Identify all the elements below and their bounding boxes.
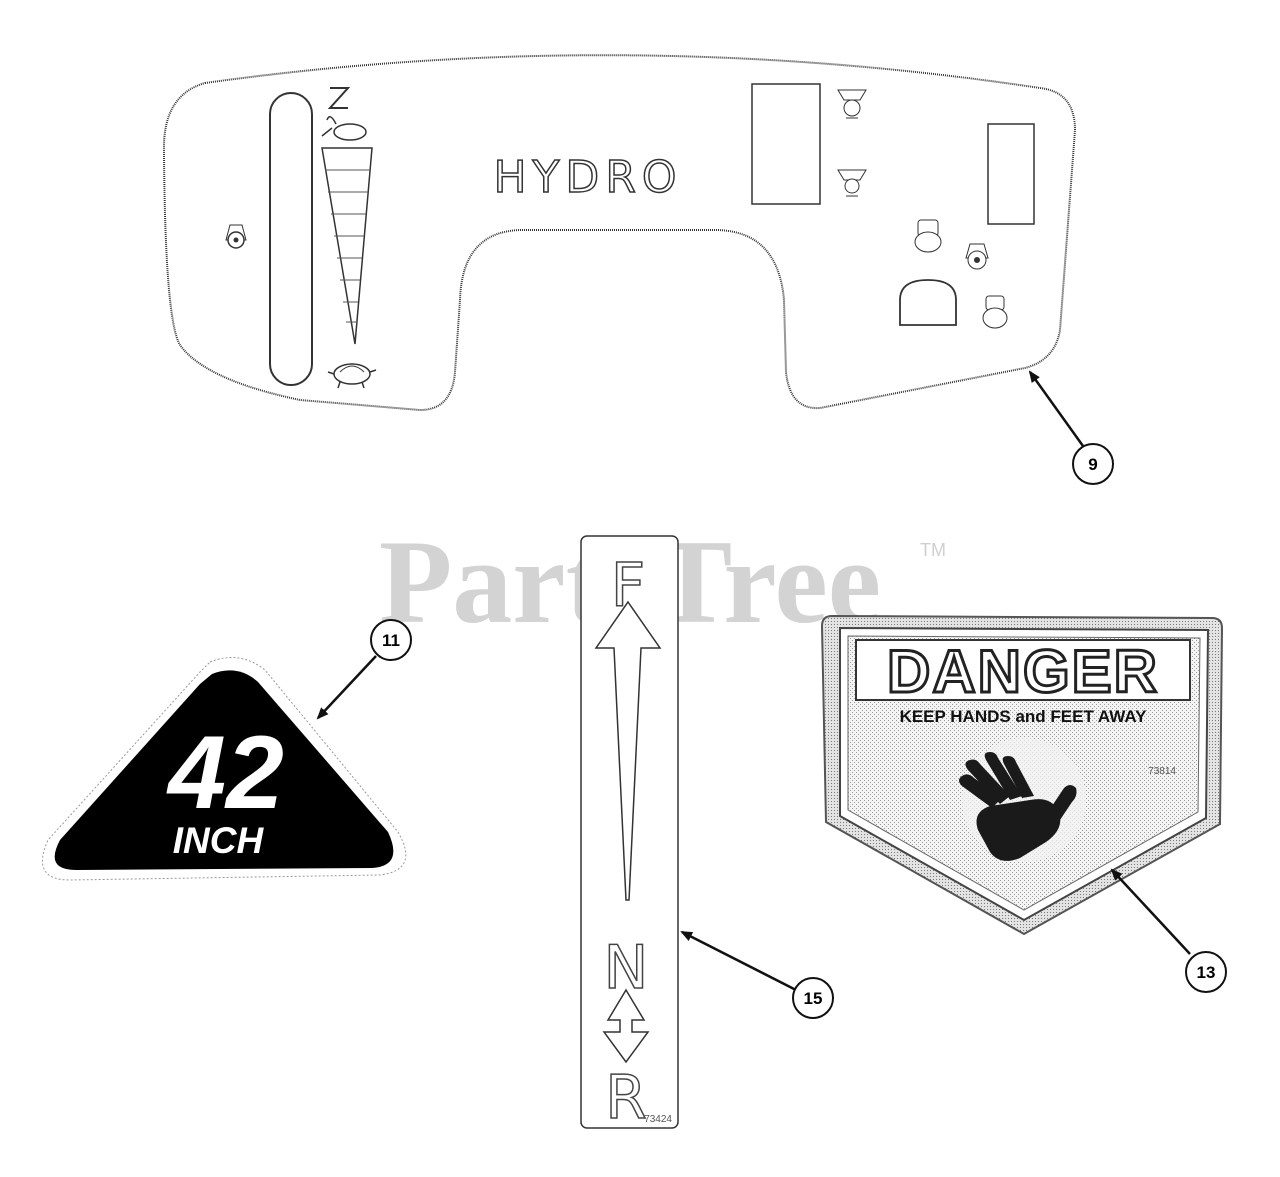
dash-window-left (751, 83, 821, 205)
callout-number: 11 (382, 631, 400, 650)
callout-number: 9 (1088, 455, 1097, 474)
callout-9: 9 (1028, 370, 1114, 485)
danger-decal: DANGER KEEP HANDS and FEET AWAY 73814 (820, 614, 1224, 936)
dash-window-right (987, 123, 1035, 225)
turtle-icon (327, 363, 377, 389)
callout-13: 13 (1110, 868, 1227, 993)
watermark-trademark: TM (920, 540, 946, 560)
pto-icon (837, 89, 867, 119)
callout-number: 15 (804, 989, 823, 1008)
pto-icon-2 (837, 169, 867, 197)
danger-header-box (855, 639, 1191, 701)
dash-brand-text: HYDRO (493, 152, 682, 203)
speed-wedge (321, 147, 373, 345)
dash-decal: HYDRO (162, 54, 1077, 412)
engine-icon (982, 295, 1008, 329)
light-icon-2 (965, 243, 989, 270)
danger-part-number: 73814 (1148, 766, 1176, 777)
deck-size-decal: 42 INCH (41, 657, 407, 881)
choke-icon (327, 87, 351, 109)
danger-title: DANGER (887, 638, 1159, 705)
deck-size-unit: INCH (173, 820, 265, 861)
deck-size-number: 42 (166, 715, 284, 831)
deck-size-triangle (54, 670, 394, 870)
callout-11: 11 (316, 619, 412, 720)
key-icon (914, 219, 942, 253)
hand-icon (959, 752, 1077, 861)
direction-part-number: 73424 (644, 1114, 672, 1125)
danger-message: KEEP HANDS and FEET AWAY (900, 707, 1148, 726)
neutral-double-arrow (602, 988, 650, 1064)
throttle-slot (269, 92, 313, 386)
dash-decal-outline (162, 54, 1077, 412)
callout-15: 15 (680, 930, 834, 1019)
forward-arrow (594, 600, 662, 901)
rabbit-icon (321, 116, 367, 141)
ignition-icon (899, 279, 957, 326)
direction-decal: F N R 73424 (580, 535, 679, 1134)
light-icon (225, 224, 247, 249)
callout-number: 13 (1197, 963, 1216, 982)
reverse-letter: R (605, 1063, 647, 1133)
